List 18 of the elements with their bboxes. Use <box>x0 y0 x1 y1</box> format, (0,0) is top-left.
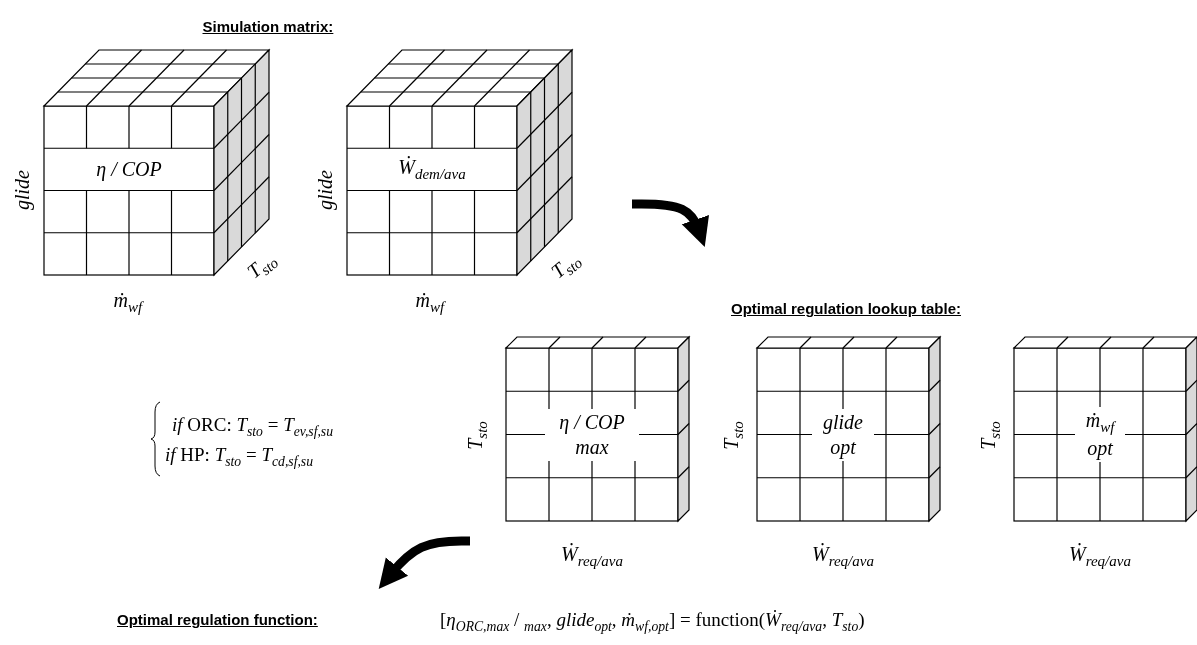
axis-label: Ẇ$_{req/ava}$ <box>812 543 874 569</box>
axis-label: Ẇ$_{req/ava}$ <box>561 543 623 569</box>
axis-label: ṁ$_{wf}$ <box>113 289 143 315</box>
section-heading: Optimal regulation function: <box>117 611 318 628</box>
condition-equation: if HP: T$_{sto}$ = T$_{cd,sf,su}$ <box>165 444 313 470</box>
curved-arrow <box>378 536 470 589</box>
axis-label: Ẇ$_{req/ava}$ <box>1069 543 1131 569</box>
axis-label: glide <box>315 170 335 210</box>
cell-label: ṁ$_{wf}$ opt <box>1075 406 1125 463</box>
section-heading: Optimal regulation lookup table: <box>731 300 961 317</box>
axis-label: glide <box>12 170 32 210</box>
section-heading: Simulation matrix: <box>202 18 334 35</box>
curved-arrow <box>632 199 709 247</box>
condition-equation: if ORC: T$_{sto}$ = T$_{ev,sf,su}$ <box>172 414 333 440</box>
cell-label: η / COP max <box>545 408 639 461</box>
axis-label: ṁ$_{wf}$ <box>415 289 445 315</box>
function-equation: [η$_{ORC,max}$ / $_{max}$, glide$_{opt}$, ṁ$_{wf,opt}$] = function(Ẇ$_{req/ava}$, T$_{sto}$) <box>440 609 865 635</box>
cell-label: glide opt <box>812 408 874 461</box>
